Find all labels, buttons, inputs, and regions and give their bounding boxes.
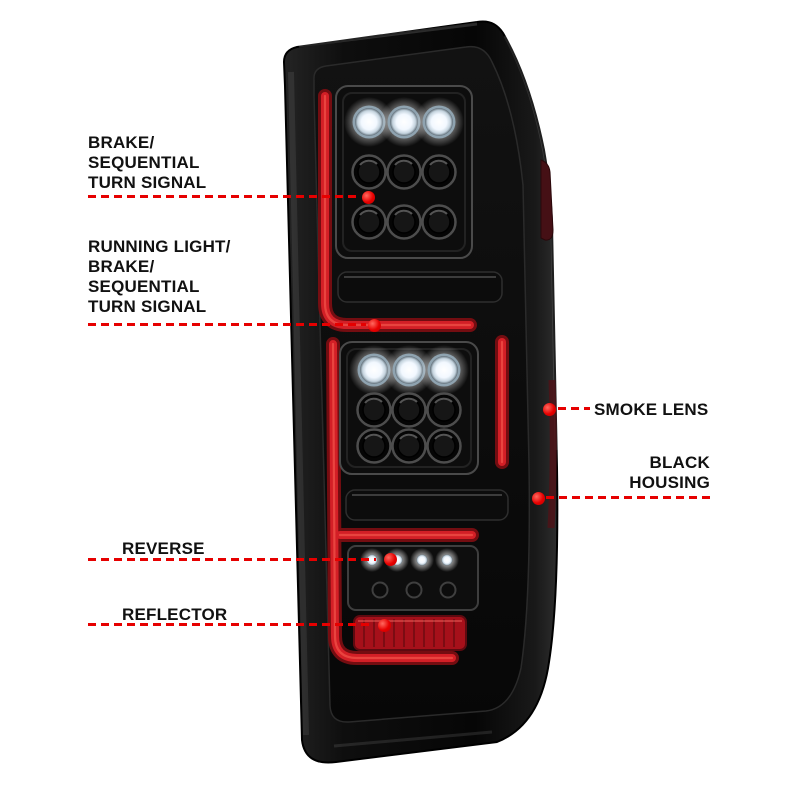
callout-dot-reflector [378, 619, 391, 632]
smoke-lens-edge [547, 379, 557, 529]
callout-label-brake-sequential-turn-signal: BRAKE/ SEQUENTIAL TURN SIGNAL [88, 133, 207, 193]
callout-dot-black-housing [532, 492, 545, 505]
callout-line-reflector [88, 623, 372, 626]
led-section-middle [339, 341, 479, 475]
led-section-top [335, 85, 473, 259]
callout-dot-brake-sequential-turn-signal [362, 191, 375, 204]
callout-label-black-housing: BLACK HOUSING [629, 453, 710, 493]
reverse-section [347, 545, 479, 611]
callout-label-running-light: RUNNING LIGHT/ BRAKE/ SEQUENTIAL TURN SI… [88, 237, 231, 317]
side-marker [540, 159, 554, 241]
callout-line-brake-sequential-turn-signal [88, 195, 360, 198]
callout-line-reverse [88, 558, 376, 561]
callout-label-reflector: REFLECTOR [122, 605, 228, 624]
callout-line-smoke-lens [558, 407, 590, 410]
callout-line-black-housing [546, 496, 710, 499]
reflector-strip [353, 615, 467, 651]
callout-dot-running-light [368, 319, 381, 332]
callout-dot-smoke-lens [543, 403, 556, 416]
callout-label-smoke-lens: SMOKE LENS [594, 400, 709, 419]
callout-label-reverse: REVERSE [122, 539, 205, 558]
divider-bars [337, 271, 509, 521]
callout-dot-reverse [384, 553, 397, 566]
callout-line-running-light [88, 323, 366, 326]
